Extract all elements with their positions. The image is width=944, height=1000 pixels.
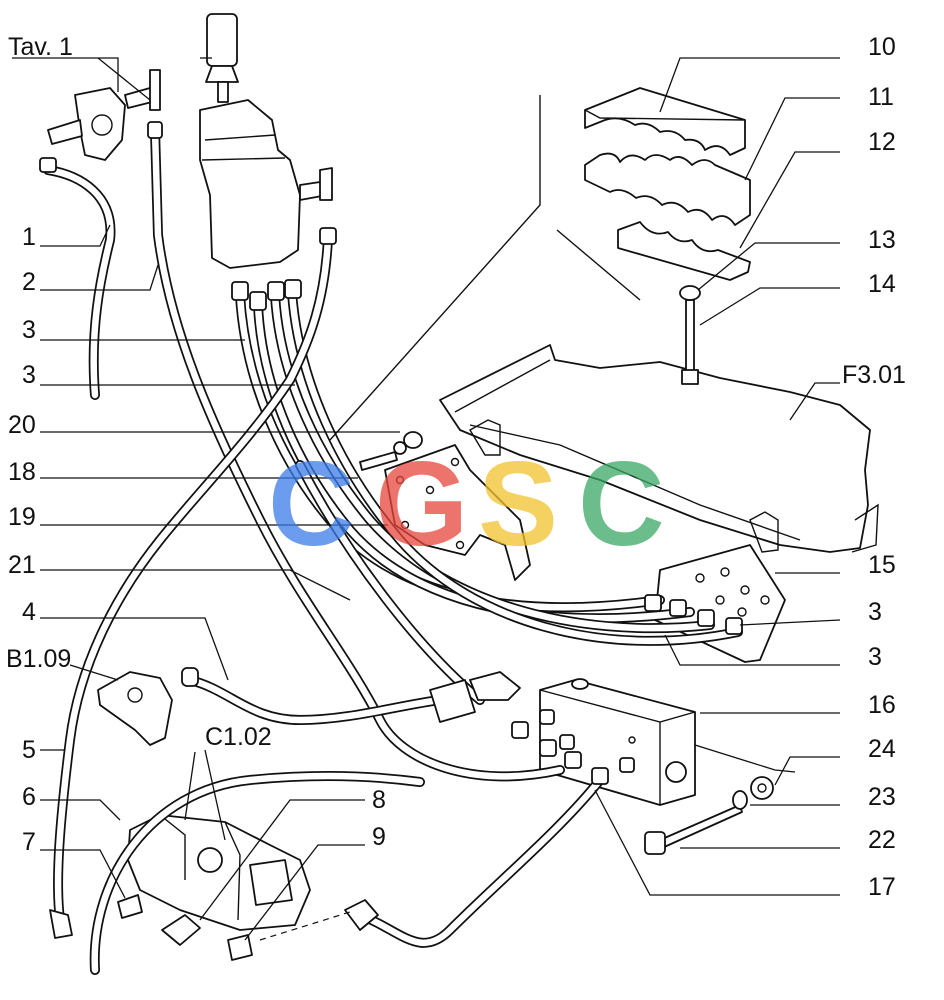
label-9: 9 [372,823,386,851]
fitting-8 [161,914,201,946]
label-13: 13 [868,226,896,254]
hose-clamp-middle [584,152,751,226]
fitting-9 [227,934,253,961]
label-15: 15 [868,551,896,579]
label-f301: F3.01 [842,361,906,389]
label-16: 16 [868,691,896,719]
control-valve [199,13,333,269]
label-b109: B1.09 [6,645,71,673]
fitting-7 [117,894,143,919]
label-3c: 3 [868,598,882,626]
label-c102: C1.02 [205,723,272,751]
label-3d: 3 [868,643,882,671]
hose-clamp-bottom [617,221,751,281]
washer-23 [732,790,748,810]
label-4: 4 [22,598,36,626]
callout-labels: Tav. 1 1 2 3 3 20 18 19 21 4 B1.09 5 6 7… [6,33,906,901]
watermark-letter-c1: C [268,437,355,571]
label-3b: 3 [22,361,36,389]
label-22: 22 [868,826,896,854]
label-5: 5 [22,736,36,764]
label-19: 19 [8,503,36,531]
label-23: 23 [868,783,896,811]
bracket-plate-19 [384,444,531,581]
watermark-letter-s: S [478,437,558,571]
label-3a: 3 [22,316,36,344]
bolt-22 [644,804,743,855]
label-17: 17 [868,873,896,901]
label-14: 14 [868,270,896,298]
label-20: 20 [8,411,36,439]
washer-13 [679,285,701,301]
hose-fittings [39,121,743,939]
label-1: 1 [22,223,36,251]
bolt-14 [681,299,699,385]
label-11: 11 [868,83,894,111]
nut-24 [750,776,774,800]
label-18: 18 [8,458,36,486]
label-2: 2 [22,268,36,296]
label-7: 7 [22,828,36,856]
watermark-letter-c2: C [578,437,665,571]
mounting-plate-15 [654,544,786,663]
label-6: 6 [22,783,36,811]
hose-clamp-top [584,87,746,156]
label-24: 24 [868,735,896,763]
bolt-18 [359,451,398,471]
label-10: 10 [868,33,896,61]
hydraulic-pump [127,814,311,931]
cgsc-watermark: C G S C [268,437,665,571]
label-21: 21 [8,551,36,579]
label-8: 8 [372,786,386,814]
hoses [43,125,743,975]
label-tav1: Tav. 1 [8,33,73,61]
leader-lines [12,57,841,941]
tee-valve-top-left [47,69,161,161]
pressure-valve [97,671,173,746]
washer-20 [393,431,423,455]
label-12: 12 [868,128,896,156]
watermark-letter-g: G [375,437,468,571]
support-beam [439,344,879,553]
